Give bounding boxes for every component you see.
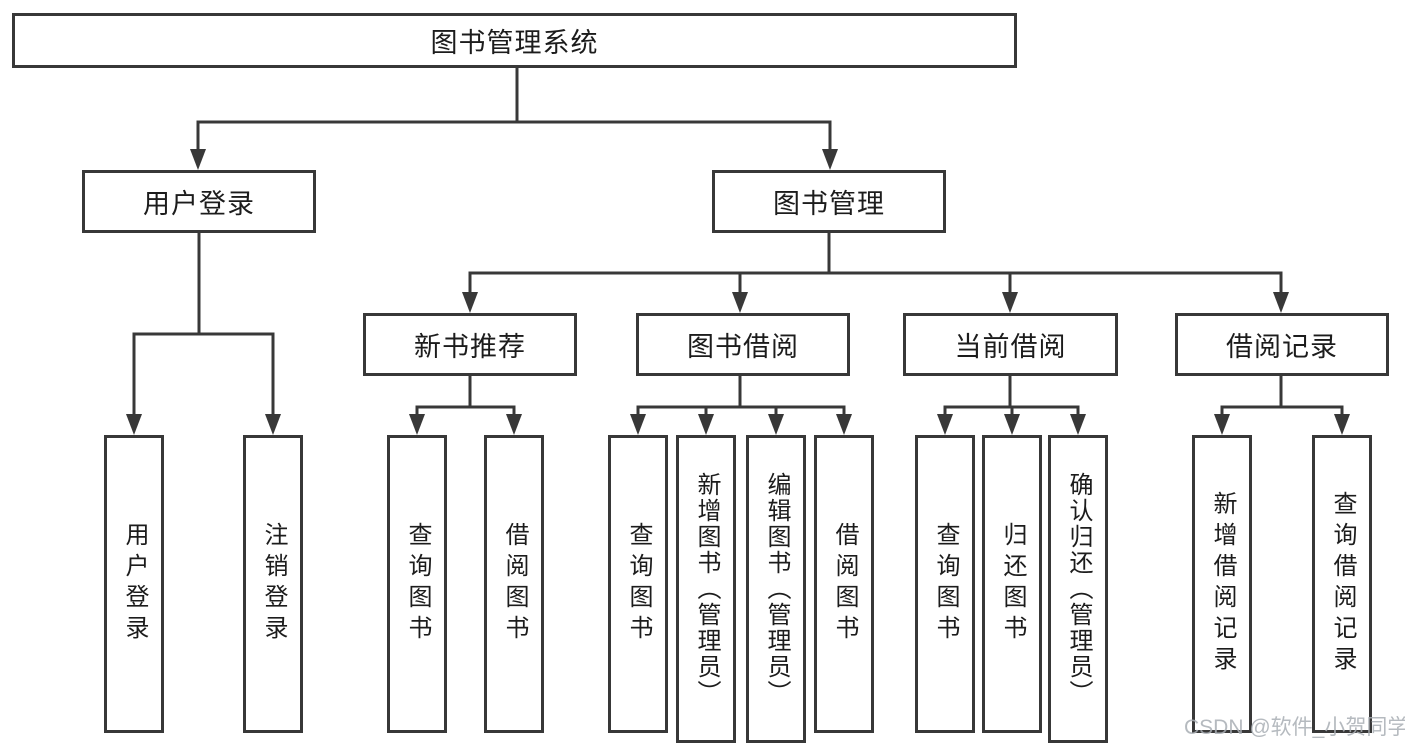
leaf-user-login: 用户登录 <box>104 435 164 733</box>
node-current-borrow-label: 当前借阅 <box>954 332 1067 362</box>
leaf-borrow-book-1-label: 借阅图书 <box>501 522 528 646</box>
leaf-confirm-return-admin: 确认归还（管理员） <box>1048 435 1108 743</box>
leaf-query-book-2: 查询图书 <box>608 435 668 733</box>
node-borrow-record-label: 借阅记录 <box>1226 332 1338 362</box>
leaf-query-book-3-label: 查询图书 <box>932 522 959 646</box>
leaf-add-borrow-record-label: 新增借阅记录 <box>1209 491 1236 677</box>
node-library-system: 图书管理系统 <box>12 13 1017 68</box>
leaf-add-book-admin: 新增图书（管理员） <box>676 435 736 743</box>
node-book-management: 图书管理 <box>712 170 946 233</box>
leaf-query-book-1: 查询图书 <box>387 435 447 733</box>
node-book-management-label: 图书管理 <box>773 189 885 219</box>
node-library-system-label: 图书管理系统 <box>430 28 599 58</box>
node-current-borrow: 当前借阅 <box>903 313 1118 376</box>
node-new-book-recommend-label: 新书推荐 <box>414 332 526 362</box>
leaf-logout: 注销登录 <box>243 435 303 733</box>
leaf-borrow-book-2: 借阅图书 <box>814 435 874 733</box>
node-book-borrow-label: 图书借阅 <box>687 332 799 362</box>
leaf-borrow-book-2-label: 借阅图书 <box>831 522 858 646</box>
leaf-return-book-label: 归还图书 <box>999 522 1026 646</box>
leaf-query-book-3: 查询图书 <box>915 435 975 733</box>
leaf-query-borrow-record-label: 查询借阅记录 <box>1329 491 1356 677</box>
csdn-watermark: CSDN @软件_小贺同学 <box>1184 716 1405 739</box>
node-user-login: 用户登录 <box>82 170 316 233</box>
leaf-add-borrow-record: 新增借阅记录 <box>1192 435 1252 733</box>
leaf-user-login-label: 用户登录 <box>121 522 148 646</box>
node-book-borrow: 图书借阅 <box>636 313 850 376</box>
leaf-add-book-admin-label: 新增图书（管理员） <box>693 472 720 706</box>
leaf-logout-label: 注销登录 <box>260 522 287 646</box>
leaf-borrow-book-1: 借阅图书 <box>484 435 544 733</box>
leaf-edit-book-admin: 编辑图书（管理员） <box>746 435 806 743</box>
node-new-book-recommend: 新书推荐 <box>363 313 577 376</box>
leaf-query-book-1-label: 查询图书 <box>404 522 431 646</box>
node-user-login-label: 用户登录 <box>143 189 255 219</box>
node-borrow-record: 借阅记录 <box>1175 313 1389 376</box>
leaf-return-book: 归还图书 <box>982 435 1042 733</box>
leaf-query-book-2-label: 查询图书 <box>625 522 652 646</box>
leaf-query-borrow-record: 查询借阅记录 <box>1312 435 1372 733</box>
leaf-edit-book-admin-label: 编辑图书（管理员） <box>763 472 790 706</box>
leaf-confirm-return-admin-label: 确认归还（管理员） <box>1065 472 1092 706</box>
